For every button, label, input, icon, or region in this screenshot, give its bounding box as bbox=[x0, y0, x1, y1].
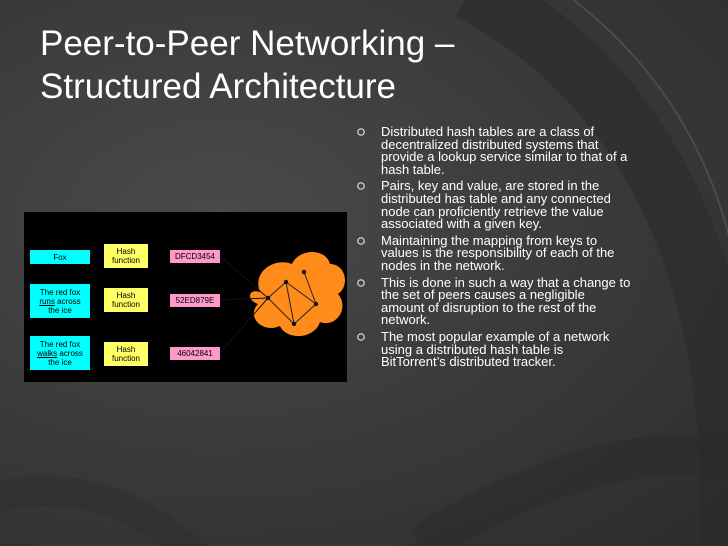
hash-value-box: DFCD3454 bbox=[170, 250, 220, 263]
bullet-icon bbox=[357, 278, 365, 287]
bullet-icon bbox=[357, 236, 365, 245]
hash-value-box: 46042841 bbox=[170, 347, 220, 360]
bullet-item: The most popular example of a network us… bbox=[351, 330, 631, 369]
bullet-item: Distributed hash tables are a class of d… bbox=[351, 125, 631, 176]
title-line-2: Structured Architecture bbox=[40, 67, 396, 106]
slide-title: Peer-to-Peer Networking – Structured Arc… bbox=[40, 22, 680, 108]
bullet-icon bbox=[357, 182, 365, 191]
title-line-1: Peer-to-Peer Networking – bbox=[40, 24, 455, 63]
bullet-item: This is done in such a way that a change… bbox=[351, 276, 631, 327]
bullet-item: Pairs, key and value, are stored in the … bbox=[351, 179, 631, 230]
key-box: Fox bbox=[30, 250, 90, 264]
bullet-list: Distributed hash tables are a class of d… bbox=[351, 125, 631, 373]
network-cloud bbox=[219, 252, 345, 354]
hash-value-box: 52ED879E bbox=[170, 294, 220, 307]
bullet-icon bbox=[357, 333, 365, 341]
cloud-shape bbox=[249, 252, 345, 337]
bullet-item: Maintaining the mapping from keys to val… bbox=[351, 234, 631, 273]
bullet-icon bbox=[357, 128, 365, 136]
